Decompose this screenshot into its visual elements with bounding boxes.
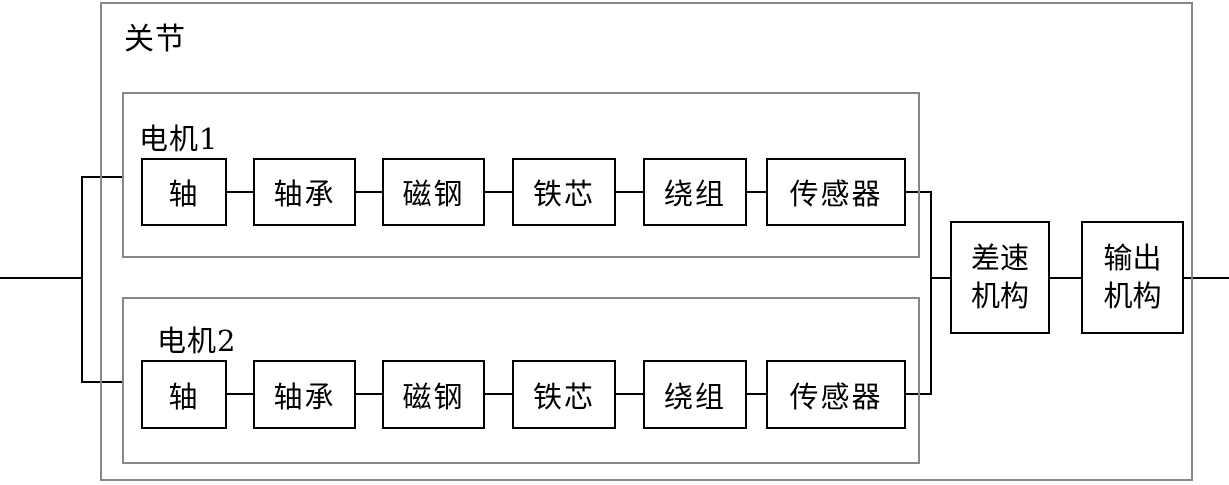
motor2-winding-block: 绕组: [643, 360, 747, 429]
motor2-magnet-block: 磁钢: [382, 360, 485, 429]
differential-mechanism-block: 差速 机构: [950, 221, 1050, 334]
motor2-container-box: [122, 297, 920, 464]
motor2-sensor-block: 传感器: [766, 360, 906, 429]
output-mechanism-block: 输出 机构: [1081, 221, 1184, 334]
motor2-label: 电机2: [157, 324, 237, 358]
output-line: [1182, 277, 1229, 279]
motor1-input-stub-line: [81, 176, 124, 178]
motor2-bearing-block: 轴承: [253, 360, 356, 429]
motor1-bearing-block: 轴承: [253, 158, 356, 226]
sensor-merge-vertical-line: [930, 191, 932, 395]
motor2-core-block: 铁芯: [512, 360, 616, 429]
motor2-input-stub-line: [81, 381, 124, 383]
motor1-shaft-block: 轴: [141, 158, 227, 226]
motor1-bearing-magnet-connector: [355, 191, 383, 193]
differential-output-connector: [1049, 277, 1083, 279]
joint-container-box: [100, 2, 1193, 481]
motor1-container-box: [122, 92, 920, 258]
motor1-winding-block: 绕组: [643, 158, 747, 226]
motor1-magnet-block: 磁钢: [382, 158, 485, 226]
motor1-core-winding-connector: [615, 191, 644, 193]
motor2-shaft-bearing-connector: [226, 393, 254, 395]
motor1-magnet-core-connector: [484, 191, 513, 193]
joint-label: 关节: [124, 22, 186, 57]
motor1-core-block: 铁芯: [512, 158, 616, 226]
differential-input-connector: [930, 277, 952, 279]
input-branch-vertical-line: [81, 176, 83, 383]
motor2-winding-sensor-connector: [746, 393, 767, 395]
motor2-bearing-magnet-connector: [355, 393, 383, 395]
motor1-label: 电机1: [139, 122, 219, 156]
input-line: [0, 277, 82, 279]
motor1-shaft-bearing-connector: [226, 191, 254, 193]
motor2-magnet-core-connector: [484, 393, 513, 395]
motor1-sensor-block: 传感器: [766, 158, 906, 226]
motor2-shaft-block: 轴: [141, 360, 227, 429]
motor2-core-winding-connector: [615, 393, 644, 395]
motor1-winding-sensor-connector: [746, 191, 767, 193]
